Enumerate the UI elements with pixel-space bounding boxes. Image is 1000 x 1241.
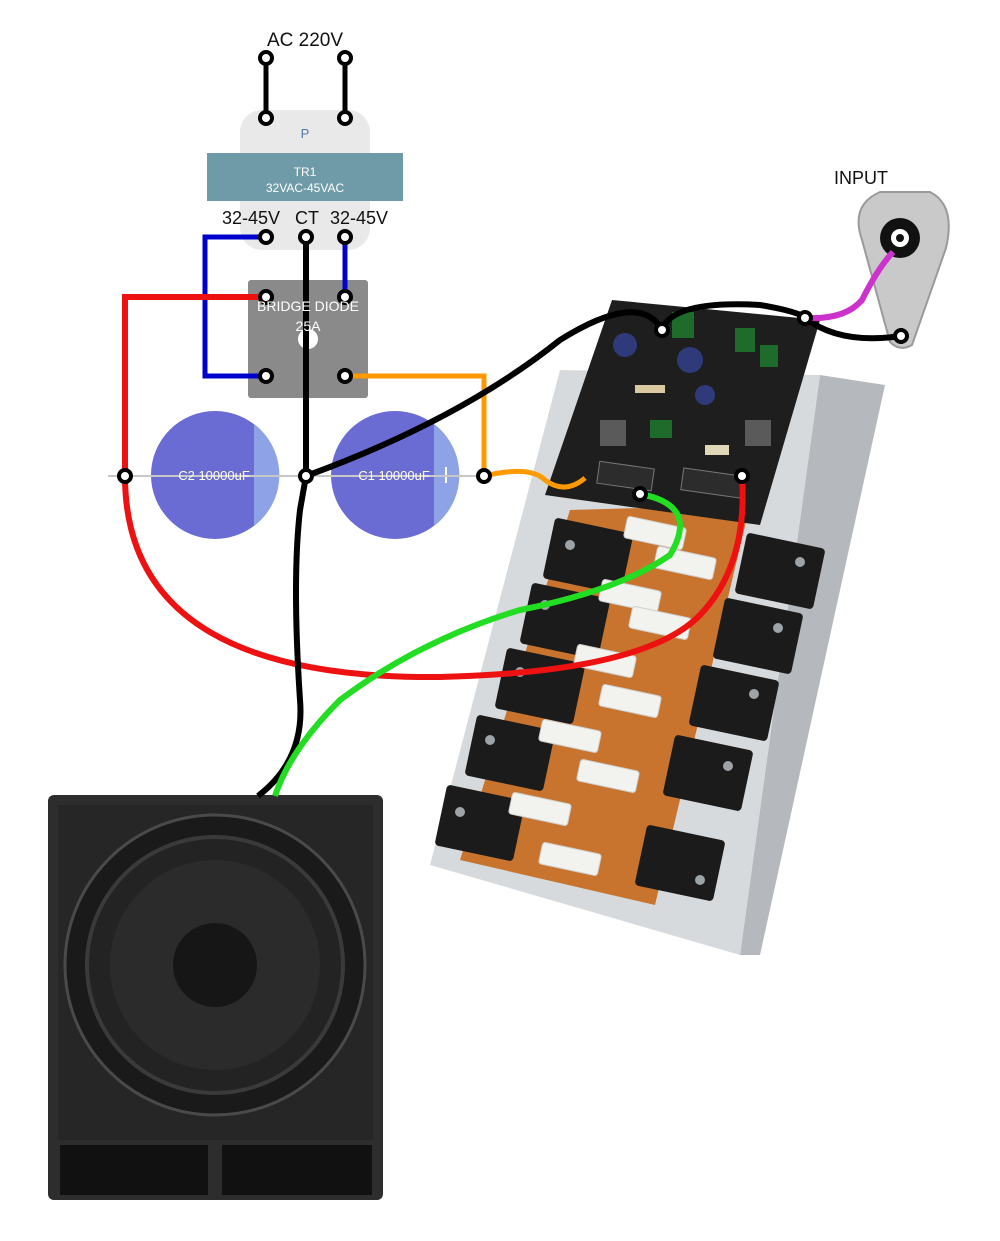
bridge-label-line1: BRIDGE DIODE <box>257 298 359 314</box>
input-connector <box>857 191 950 349</box>
transformer-core-bar <box>207 153 403 201</box>
amplifier-assembly <box>430 300 885 955</box>
heatsink-side <box>740 375 885 955</box>
subwoofer-speaker <box>48 795 383 1200</box>
bridge-label-line2: 25A <box>296 318 322 334</box>
cap-terminal-minus <box>476 468 492 484</box>
driver-pcb-components <box>596 312 778 499</box>
positive-rail-wire <box>122 294 746 681</box>
bridge-terminal-ac1 <box>258 368 274 384</box>
primary-terminal-1 <box>258 110 274 126</box>
board-terminal-out <box>632 486 648 502</box>
ac-terminal-l <box>258 50 274 66</box>
transformer-name: TR1 <box>294 165 317 179</box>
bridge-terminal-plus <box>258 289 274 305</box>
input-label: INPUT <box>834 168 888 188</box>
board-terminal-in <box>797 310 813 326</box>
primary-terminal-2 <box>337 110 353 126</box>
speaker-dust-cap <box>173 923 257 1007</box>
cap-terminal-gnd <box>298 468 314 484</box>
emitter-resistors <box>508 516 717 876</box>
negative-rail-wire <box>345 373 587 490</box>
bridge-terminal-ac2 <box>337 289 353 305</box>
ac-input-leads <box>263 58 348 118</box>
transformer <box>207 110 403 250</box>
terminals <box>117 50 909 502</box>
ac-label: AC 220V <box>267 30 343 51</box>
cap-c1-label: C1 10000uF <box>358 468 430 483</box>
ac-terminal-n <box>337 50 353 66</box>
secondary-terminal-right <box>337 229 353 245</box>
primary-label: P <box>301 126 310 141</box>
speaker-output-wire <box>272 491 683 797</box>
input-signal-wire <box>804 249 896 322</box>
secondary-right-label: 32-45V <box>330 208 388 228</box>
cap-terminal-plus <box>117 468 133 484</box>
secondary-terminal-left <box>258 229 274 245</box>
transformer-spec: 32VAC-45VAC <box>266 181 345 195</box>
secondary-ct-label: CT <box>295 208 319 228</box>
board-terminal-gnd <box>654 322 670 338</box>
secondary-left-label: 32-45V <box>222 208 280 228</box>
board-terminal-vplus <box>734 468 750 484</box>
input-ground-terminal <box>893 328 909 344</box>
ac-secondary-wires <box>202 234 348 379</box>
secondary-terminal-ct <box>298 229 314 245</box>
bridge-terminal-minus <box>337 368 353 384</box>
power-transistors-left <box>435 518 633 861</box>
cap-c2-label: C2 10000uF <box>178 468 250 483</box>
